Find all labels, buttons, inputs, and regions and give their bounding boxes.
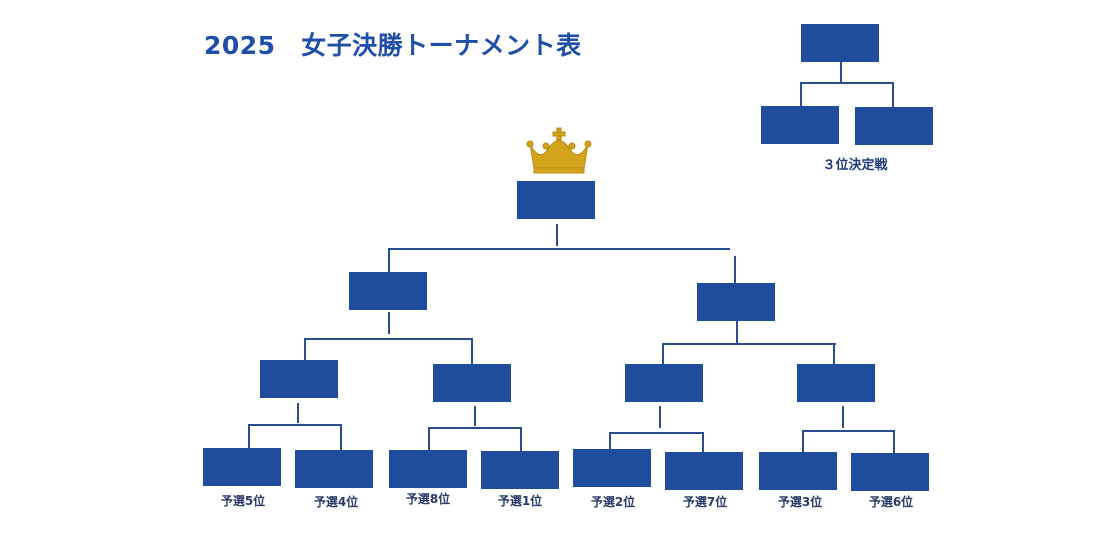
connector: [304, 338, 473, 340]
quarterfinal-3-box: [625, 364, 703, 402]
connector: [662, 343, 664, 365]
seed-label: 予選4位: [313, 495, 359, 509]
connector: [556, 224, 558, 246]
connector: [840, 62, 842, 82]
round1-box-2: [295, 450, 373, 488]
connector: [520, 427, 522, 451]
connector: [892, 82, 894, 107]
connector: [800, 82, 802, 107]
connector: [471, 338, 473, 364]
connector: [609, 432, 611, 449]
round1-box-8: [851, 453, 929, 491]
connector: [702, 432, 704, 452]
connector: [428, 427, 430, 450]
seed-label: 予選1位: [497, 494, 543, 508]
page-title: 2025 女子決勝トーナメント表: [204, 31, 582, 60]
connector: [802, 430, 895, 432]
crown-icon: [526, 127, 592, 174]
connector: [428, 427, 522, 429]
seed-label: 予選3位: [777, 495, 823, 509]
connector: [304, 338, 306, 360]
connector: [734, 256, 736, 283]
third-place-label: ３位決定戦: [822, 158, 888, 173]
quarterfinal-4-box: [797, 364, 875, 402]
connector: [388, 248, 390, 272]
seed-label: 予選6位: [868, 495, 914, 509]
seed-label: 予選2位: [590, 495, 636, 509]
quarterfinal-1-box: [260, 360, 338, 398]
quarterfinal-2-box: [433, 364, 511, 402]
round1-box-5: [573, 449, 651, 487]
semifinal-left-box: [349, 272, 427, 310]
connector: [340, 424, 342, 450]
final-winner-box: [517, 181, 595, 219]
connector: [659, 406, 661, 428]
round1-box-3: [389, 450, 467, 488]
connector: [297, 403, 299, 423]
round1-box-4: [481, 451, 559, 489]
connector: [662, 343, 836, 345]
connector: [388, 248, 730, 250]
third-place-left-box: [761, 106, 839, 144]
connector: [802, 430, 804, 452]
connector: [800, 82, 894, 84]
round1-box-1: [203, 448, 281, 486]
connector: [842, 406, 844, 428]
connector: [388, 312, 390, 334]
third-place-winner-box: [801, 24, 879, 62]
seed-label: 予選5位: [220, 494, 266, 508]
connector: [736, 321, 738, 343]
round1-box-6: [665, 452, 743, 490]
third-place-right-box: [855, 107, 933, 145]
seed-label: 予選8位: [405, 492, 451, 506]
seed-label: 予選7位: [682, 495, 728, 509]
round1-box-7: [759, 452, 837, 490]
connector: [474, 406, 476, 426]
connector: [609, 432, 704, 434]
semifinal-right-box: [697, 283, 775, 321]
connector: [893, 430, 895, 453]
connector: [833, 343, 835, 365]
connector: [248, 424, 342, 426]
connector: [248, 424, 250, 448]
